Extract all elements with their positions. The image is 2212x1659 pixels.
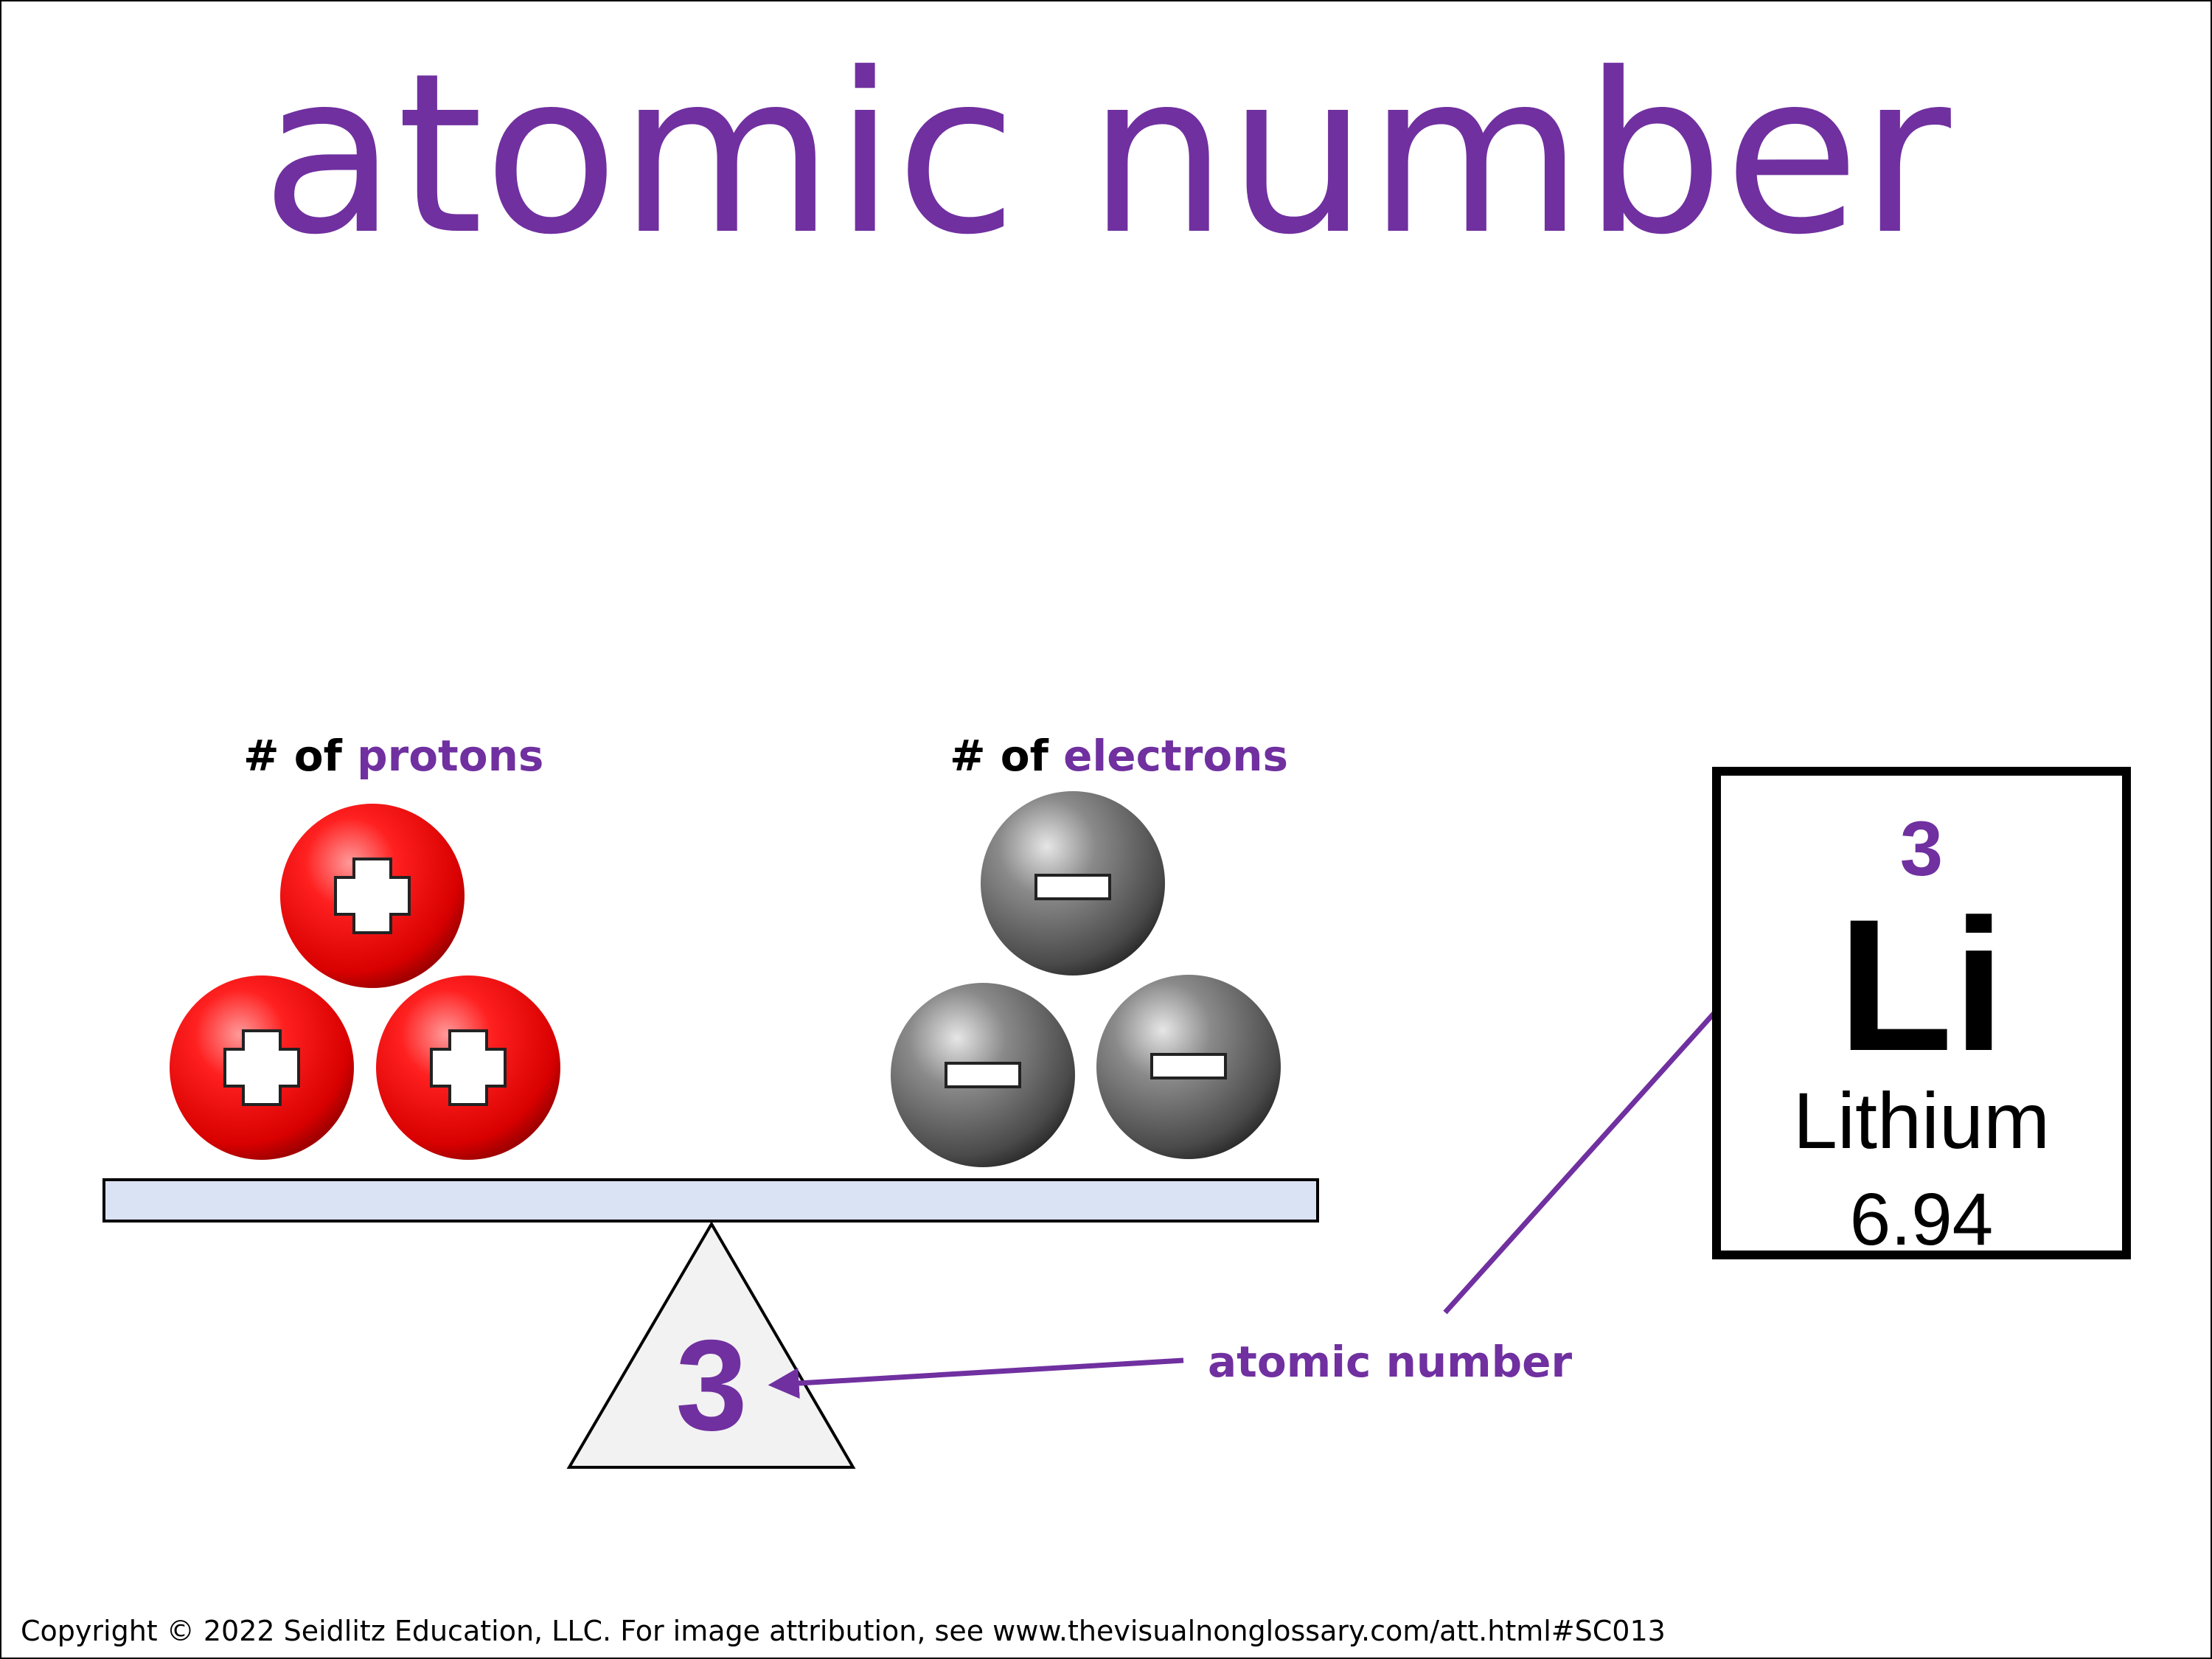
electron-particle (1096, 975, 1281, 1159)
plus-icon (223, 1029, 300, 1106)
proton-particle (280, 804, 465, 988)
element-tile: 3 Li Lithium 6.94 (1712, 767, 2131, 1261)
minus-icon (1034, 874, 1111, 900)
page-title: atomic number (261, 26, 1951, 283)
protons-label-prefix: # of (243, 731, 342, 781)
element-atomic-number: 3 (1899, 806, 1944, 892)
copyright-footer: Copyright © 2022 Seidlitz Education, LLC… (21, 1615, 1666, 1647)
minus-icon (1150, 1053, 1227, 1079)
protons-label-term: protons (357, 731, 544, 781)
minus-icon (945, 1062, 1021, 1088)
element-symbol: Li (1837, 880, 2006, 1091)
electron-particle (891, 983, 1075, 1167)
element-atomic-mass: 6.94 (1849, 1178, 1994, 1261)
electrons-label-term: electrons (1063, 731, 1289, 781)
electrons-label: # of electrons (950, 730, 1288, 782)
balance-beam (102, 1178, 1319, 1222)
plus-icon (334, 858, 411, 934)
fulcrum-value: 3 (675, 1314, 748, 1458)
electron-particle (981, 791, 1165, 975)
pointer-label: atomic number (1208, 1337, 1573, 1387)
fulcrum-triangle (566, 1221, 856, 1469)
proton-particle (376, 975, 560, 1160)
electrons-label-prefix: # of (950, 731, 1048, 781)
protons-label: # of protons (243, 730, 543, 782)
plus-icon (430, 1029, 507, 1106)
fulcrum-pointer-arrow (768, 1357, 1184, 1399)
proton-particle (170, 975, 354, 1160)
element-name: Lithium (1792, 1076, 2051, 1165)
